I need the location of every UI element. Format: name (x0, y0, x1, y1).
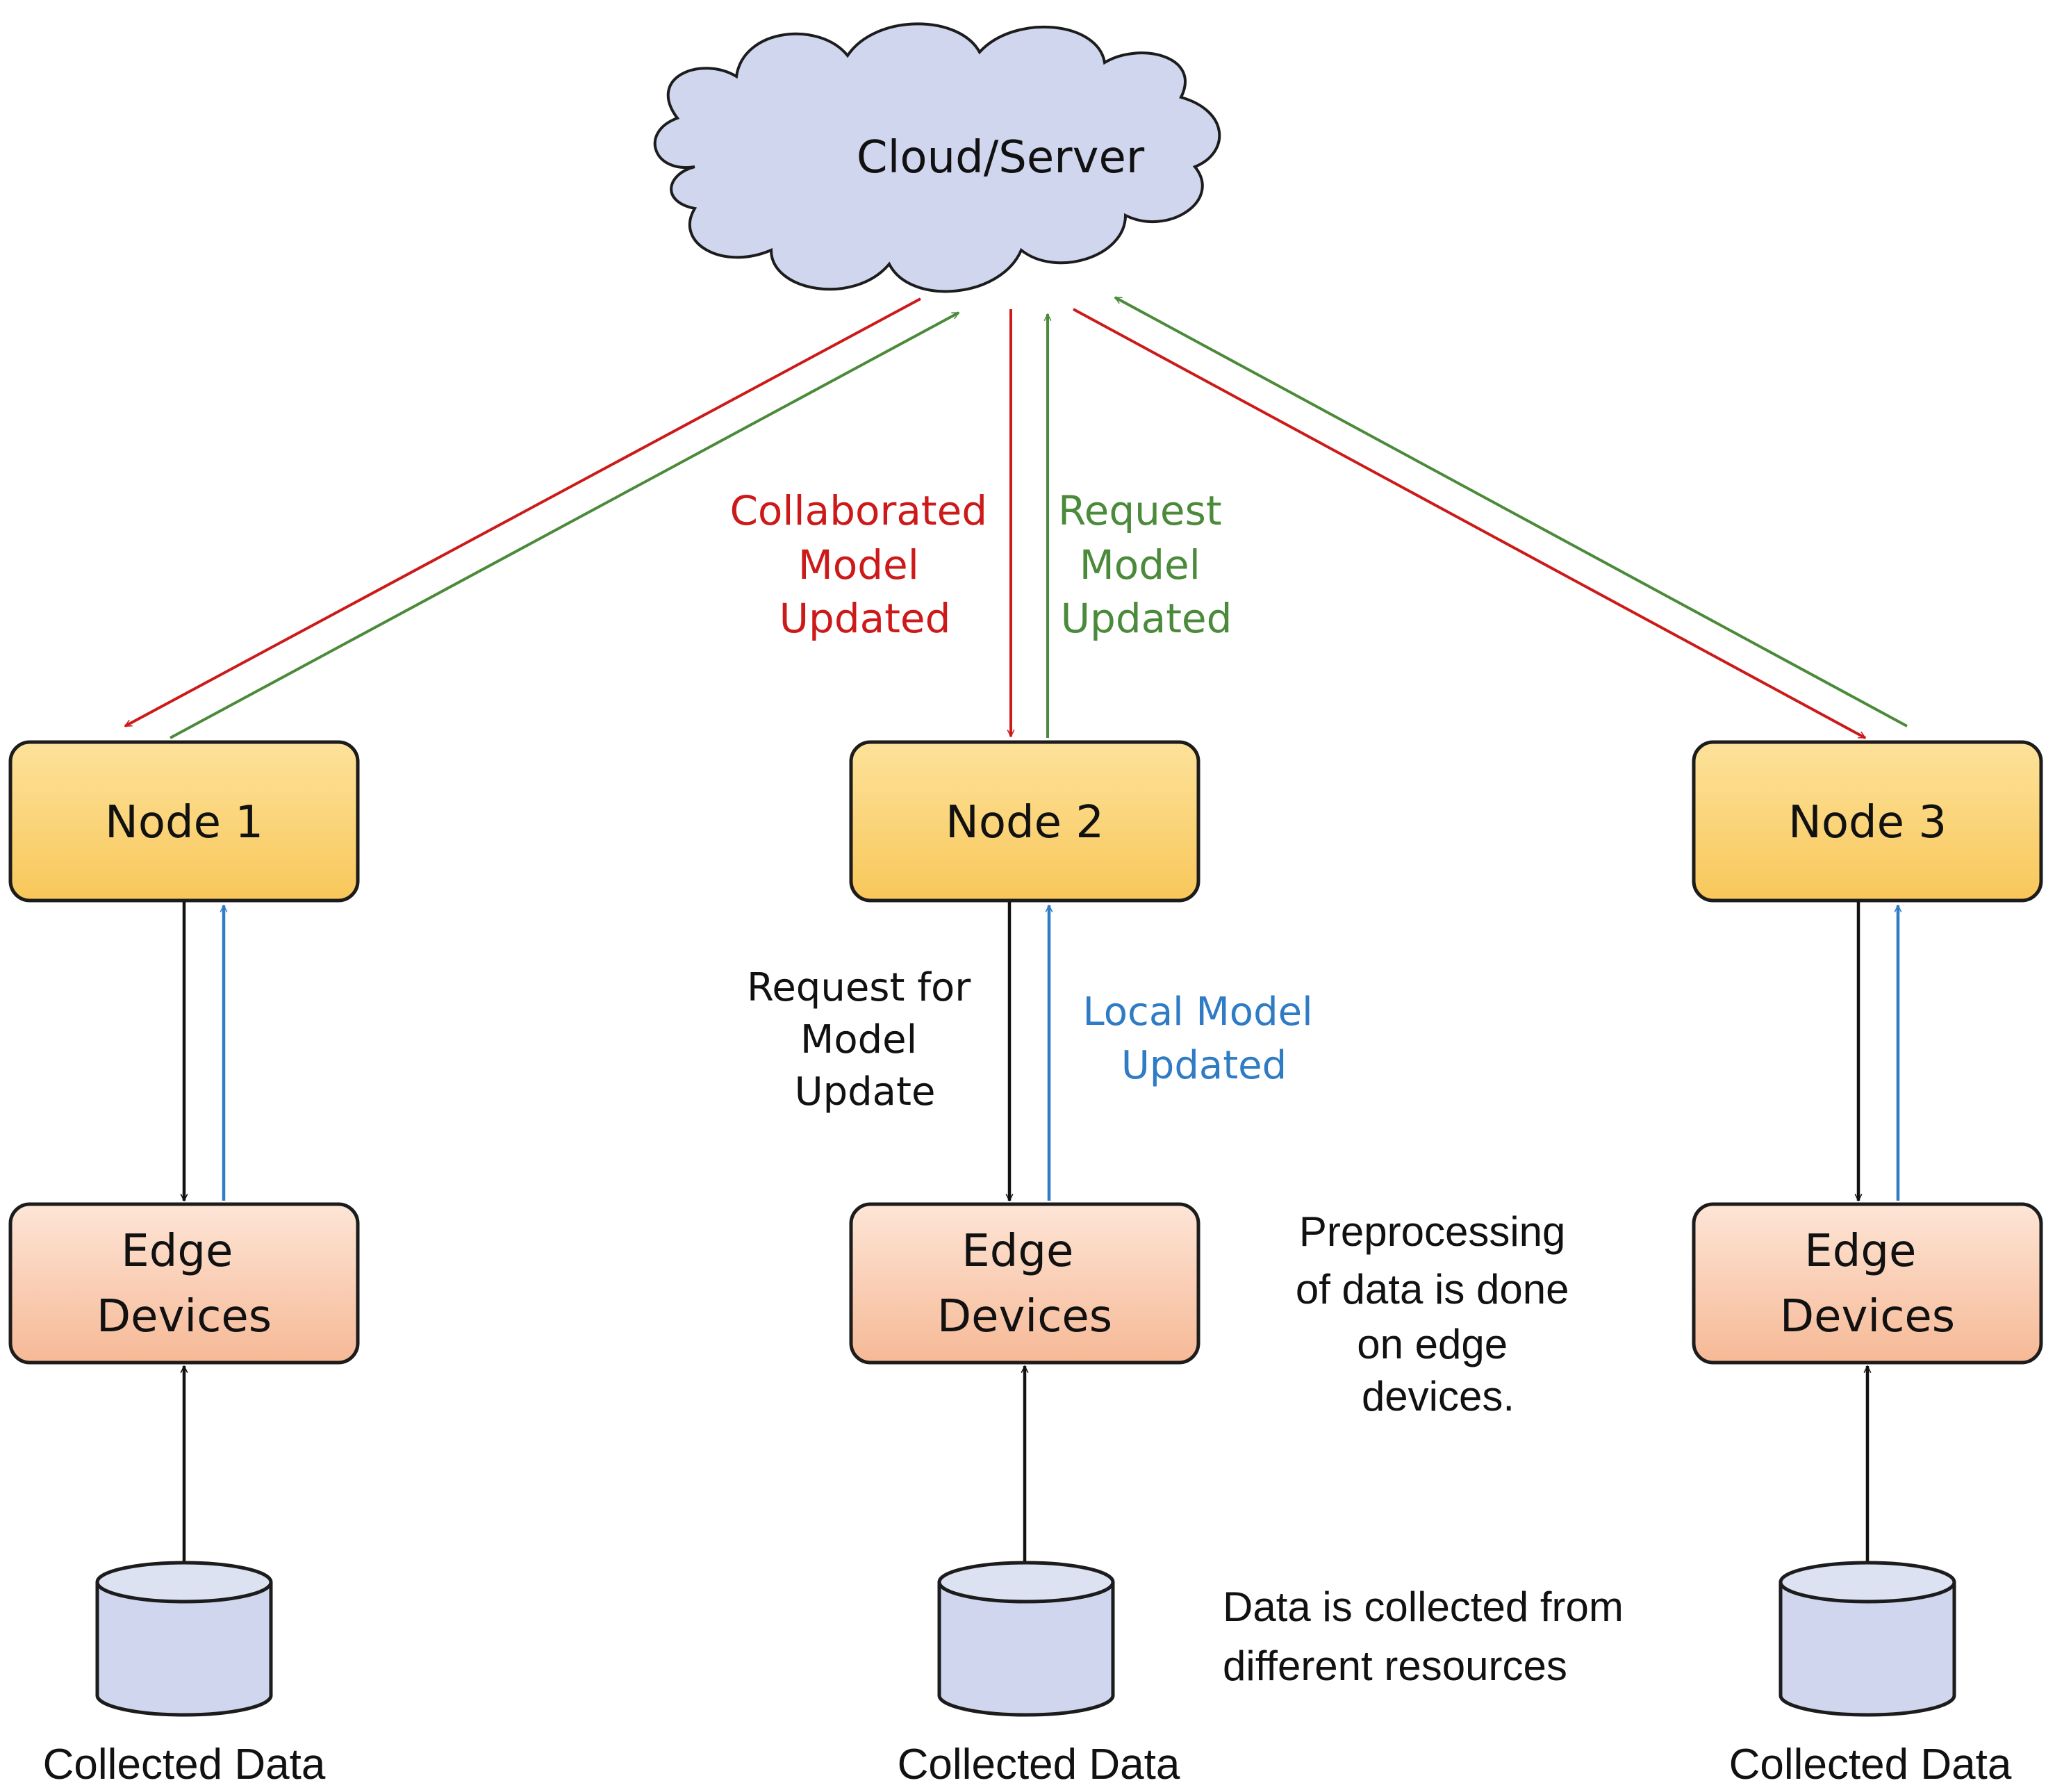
collected-data-2: Collected Data (898, 1561, 1180, 1789)
edge-devices-3-label: Edge Devices (1780, 1226, 1955, 1342)
node-3-box (1692, 740, 2043, 903)
cloud-server: Cloud/Server (653, 22, 1221, 293)
edge-devices-3: Edge Devices (1692, 1202, 2043, 1365)
edge-devices-1-box (8, 1202, 360, 1365)
cloud-label: Cloud/Server (857, 132, 1145, 183)
cylinder-3-top (1778, 1561, 1956, 1604)
collected-data-3: Collected Data (1729, 1561, 2012, 1789)
cloud-node-arrows (125, 296, 1908, 739)
node-3: Node 3 (1692, 740, 2043, 903)
preprocessing-note: Preprocessing of data is done on edge de… (1296, 1208, 1581, 1420)
node-3-label: Node 3 (1788, 797, 1947, 848)
data-collected-note: Data is collected from different resourc… (1223, 1584, 1635, 1689)
cylinder-2-top (937, 1561, 1115, 1604)
data-edge-arrows (184, 1366, 1867, 1563)
collaborated-model-label: Collaborated Model Updated (729, 487, 1000, 642)
node-edge-arrows (184, 902, 1898, 1201)
node-1-box (8, 740, 360, 903)
collected-data-2-label: Collected Data (898, 1741, 1180, 1789)
node-2-box (849, 740, 1200, 903)
cylinder-1-body (95, 1582, 273, 1717)
cloud-shape (653, 22, 1221, 293)
arrow-node3-to-cloud (1115, 296, 1908, 728)
arrow-cloud-to-node1 (125, 297, 921, 728)
node-2: Node 2 (849, 740, 1200, 903)
collected-data-1: Collected Data (43, 1561, 326, 1789)
edge-devices-2: Edge Devices (849, 1202, 1200, 1365)
arrow-cloud-to-node3 (1073, 308, 1865, 739)
request-model-label: Request Model Updated (1058, 487, 1235, 642)
node-2-label: Node 2 (946, 797, 1104, 848)
node-1-label: Node 1 (105, 797, 263, 848)
edge-devices-1: Edge Devices (8, 1202, 360, 1365)
arrow-node1-to-cloud (170, 311, 959, 739)
edge-devices-1-label: Edge Devices (97, 1226, 272, 1342)
edge-devices-2-box (849, 1202, 1200, 1365)
edge-devices-3-box (1692, 1202, 2043, 1365)
cylinder-2-body (937, 1582, 1115, 1717)
request-for-update-label: Request for Model Update (747, 965, 983, 1115)
cylinder-3-body (1778, 1582, 1956, 1717)
collected-data-1-label: Collected Data (43, 1741, 326, 1789)
edge-devices-2-label: Edge Devices (937, 1226, 1112, 1342)
cylinder-1-top (95, 1561, 273, 1604)
collected-data-3-label: Collected Data (1729, 1741, 2012, 1789)
node-1: Node 1 (8, 740, 360, 903)
local-model-label: Local Model Updated (1083, 989, 1326, 1088)
